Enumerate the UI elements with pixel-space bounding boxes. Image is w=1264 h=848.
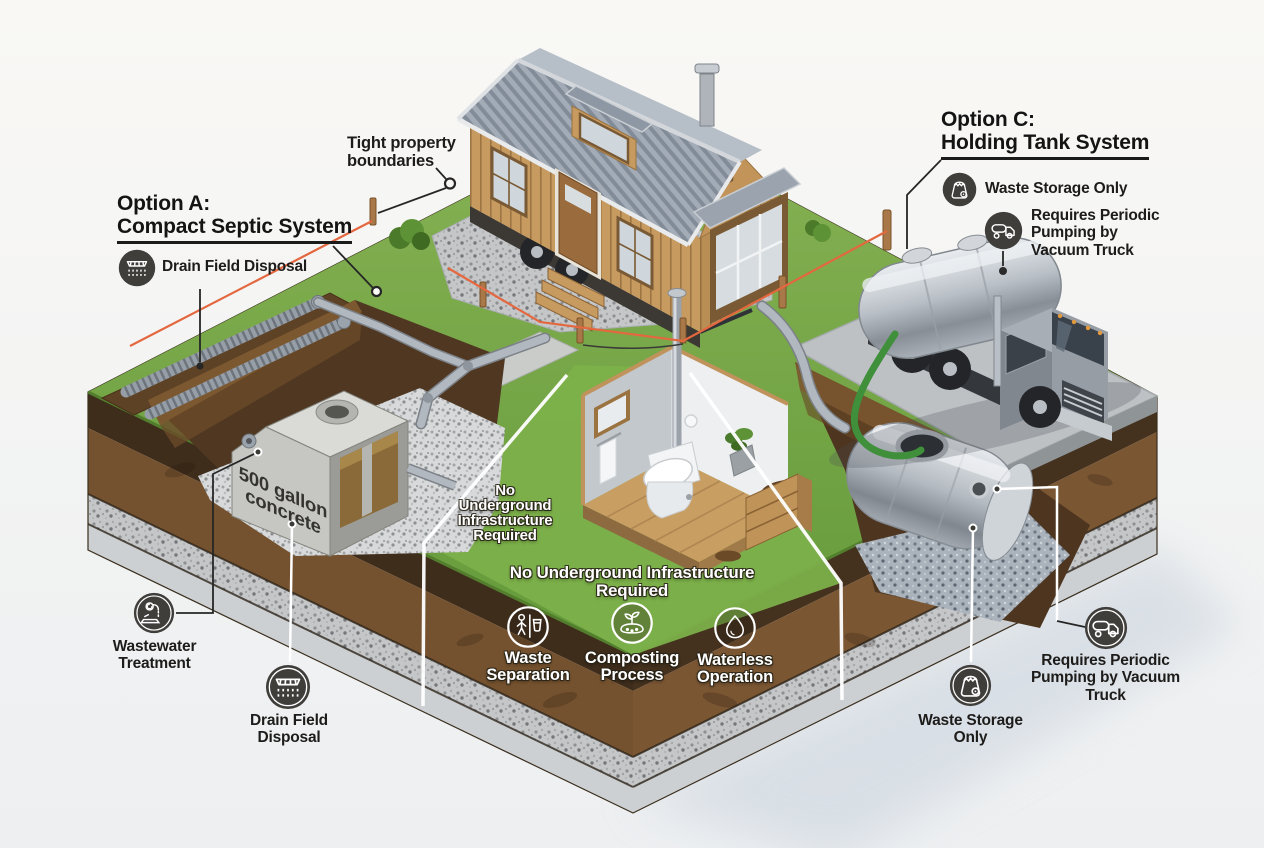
roof-far-plane (518, 48, 762, 162)
toilet-paper-roll (684, 414, 698, 428)
property-boundary (129, 197, 892, 350)
tank-outlet-nozzle (969, 479, 989, 499)
truck-cab (993, 295, 1112, 441)
no-underground-inline-label: No Underground Infrastructure Required (509, 563, 755, 600)
waste-storage-bottom-label: Waste Storage Only (918, 712, 1023, 747)
composting-process-label: Composting Process (584, 649, 680, 685)
towel (596, 431, 622, 485)
tiny-house (456, 48, 802, 348)
sprinkler-pipe-icon (118, 249, 156, 287)
faucet-treatment-icon (133, 592, 175, 634)
waste-separation-label: Waste Separation (486, 649, 570, 685)
pumping-top-label: Requires Periodic Pumping by Vacuum Truc… (1031, 207, 1160, 259)
septic-pipes (313, 297, 551, 430)
vacuum-truck-icon (984, 211, 1023, 250)
septic-area (100, 292, 551, 557)
compost-pile (715, 550, 741, 562)
option-a-line1: Option A: (117, 192, 211, 215)
option-c-line1: Option C: (941, 108, 1035, 131)
waste-bag-icon (942, 172, 977, 207)
roof-main-plane (458, 60, 740, 245)
option-c-title: Option C: Holding Tank System (941, 108, 1150, 161)
compost-bin (745, 473, 812, 551)
option-a-title: Option A: Compact Septic System (117, 192, 353, 245)
septic-tank (231, 390, 457, 557)
waste-storage-top-label: Waste Storage Only (985, 180, 1128, 197)
option-a-line2: Compact Septic System (117, 214, 353, 238)
chimney-pipe (694, 63, 720, 127)
bathroom-floor (583, 457, 788, 562)
waste-bag-icon (949, 664, 992, 707)
vacuum-hose (850, 330, 925, 460)
bay-window (692, 167, 802, 324)
person-and-cup-icon (507, 606, 549, 648)
water-drop-icon (714, 607, 756, 649)
callout-lines (176, 159, 1086, 663)
option-c-line2: Holding Tank System (941, 130, 1150, 154)
compost-sprout-icon (611, 602, 653, 644)
vacuum-truck-icon (1084, 606, 1128, 650)
no-underground-stacked-label: No Underground Infrastructure Required (457, 482, 553, 544)
pumping-bottom-label: Requires Periodic Pumping by Vacuum Truc… (1030, 652, 1181, 704)
dormer (564, 85, 654, 171)
house-windows (490, 145, 654, 291)
composting-toilet (643, 288, 701, 519)
drain-field-bottom-label: Drain Field Disposal (250, 712, 328, 747)
waterless-operation-label: Waterless Operation (696, 651, 774, 687)
bushes (389, 219, 831, 250)
wastewater-treatment-label: Wastewater Treatment (112, 638, 197, 673)
tight-property-label: Tight property boundaries (347, 134, 456, 171)
front-door (555, 168, 601, 280)
drain-field-top-label: Drain Field Disposal (162, 258, 308, 275)
sprinkler-pipe-icon (265, 664, 311, 710)
vacuum-truck (829, 234, 1141, 468)
zone-lines (421, 371, 844, 707)
